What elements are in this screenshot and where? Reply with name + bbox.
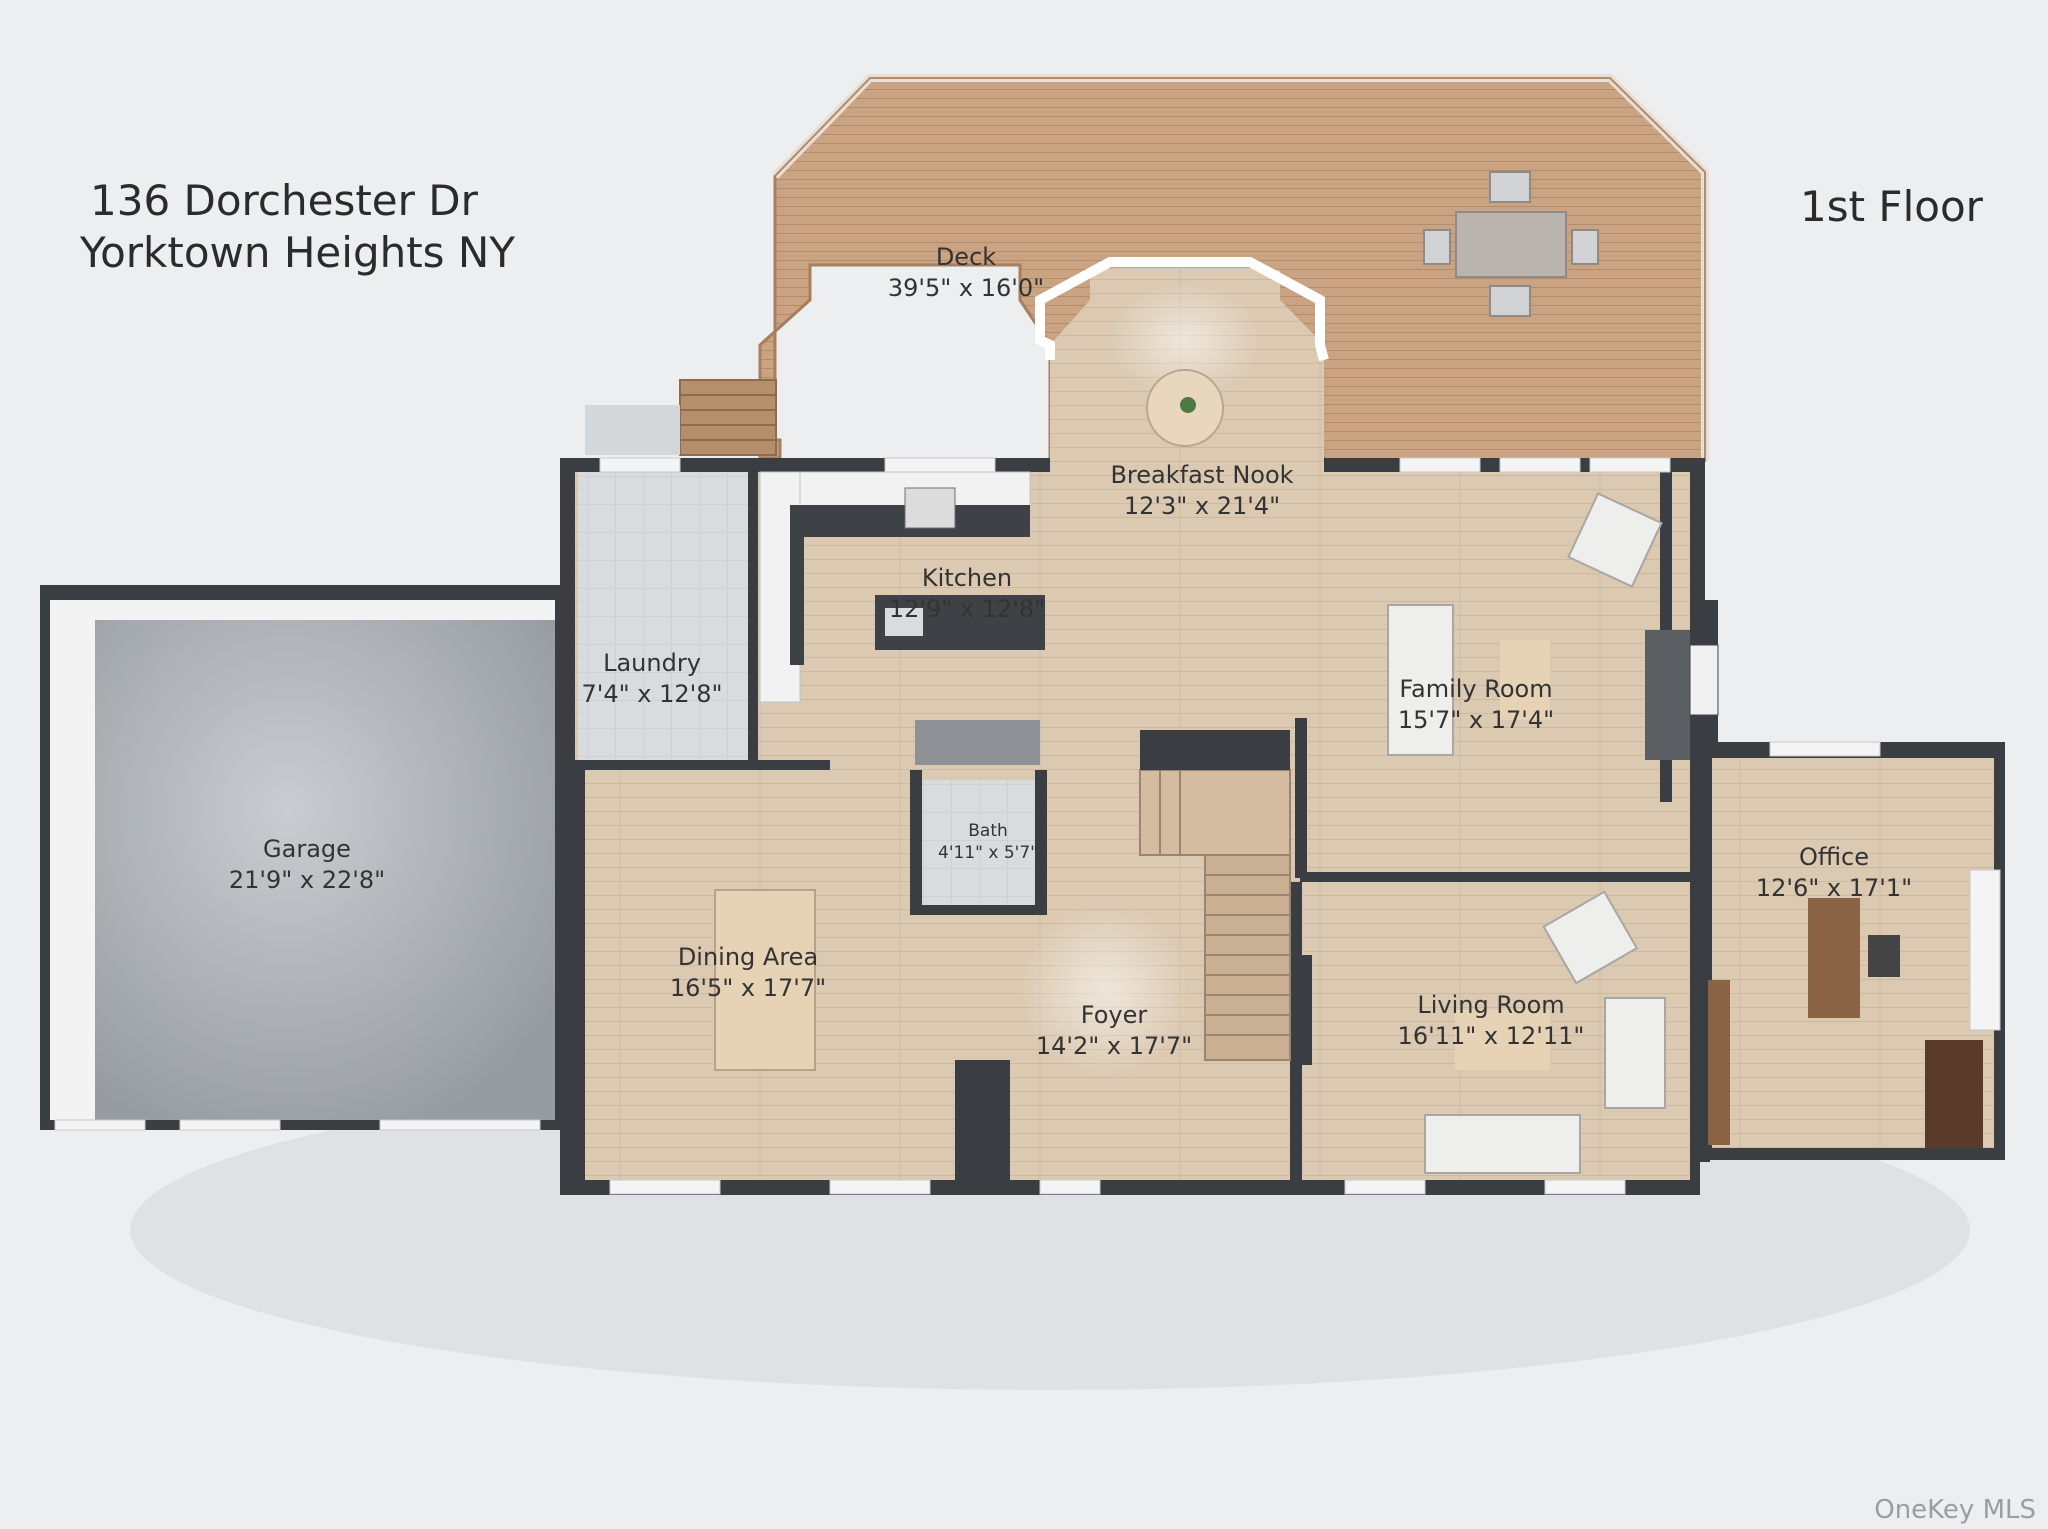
kitchen-cabinets	[759, 471, 1045, 765]
room-name: Breakfast Nook	[1110, 461, 1294, 489]
room-label-garage: Garage 21'9" x 22'8"	[229, 834, 385, 896]
room-dimensions: 12'9" x 12'8"	[888, 595, 1046, 623]
room-label-kitchen: Kitchen 12'9" x 12'8"	[889, 563, 1045, 625]
staircase	[1139, 730, 1291, 1061]
room-label-office: Office 12'6" x 17'1"	[1756, 842, 1912, 904]
room-name: Dining Area	[677, 943, 819, 971]
address-line-2: Yorktown Heights NY	[80, 228, 515, 277]
room-label-living-room: Living Room 16'11" x 12'11"	[1398, 990, 1585, 1052]
room-dimensions: 7'4" x 12'8"	[581, 680, 723, 708]
room-dimensions: 21'9" x 22'8"	[228, 866, 386, 894]
room-dimensions: 39'5" x 16'0"	[887, 274, 1045, 302]
room-dimensions: 16'5" x 17'7"	[669, 974, 827, 1002]
room-label-bath: Bath 4'11" x 5'7"	[938, 820, 1038, 864]
room-label-foyer: Foyer 14'2" x 17'7"	[1036, 1000, 1192, 1062]
room-name: Deck	[935, 243, 997, 271]
floor-title: 1st Floor	[1800, 182, 1983, 231]
furniture	[714, 369, 1983, 1174]
windows	[54, 457, 2001, 1195]
room-name: Living Room	[1417, 991, 1565, 1019]
room-label-family-room: Family Room 15'7" x 17'4"	[1398, 674, 1554, 736]
room-label-dining-area: Dining Area 16'5" x 17'7"	[670, 942, 826, 1004]
room-name: Office	[1798, 843, 1870, 871]
room-dimensions: 4'11" x 5'7"	[938, 843, 1038, 863]
room-name: Bath	[968, 821, 1008, 841]
room-name: Kitchen	[921, 564, 1013, 592]
room-dimensions: 14'2" x 17'7"	[1035, 1032, 1193, 1060]
room-name: Laundry	[603, 649, 701, 677]
room-label-deck: Deck 39'5" x 16'0"	[888, 242, 1044, 304]
address-line-1: 136 Dorchester Dr	[90, 176, 478, 225]
room-label-breakfast-nook: Breakfast Nook 12'3" x 21'4"	[1110, 460, 1293, 522]
room-name: Garage	[263, 835, 351, 863]
room-dimensions: 15'7" x 17'4"	[1397, 706, 1555, 734]
room-name: Family Room	[1399, 675, 1553, 703]
room-dimensions: 16'11" x 12'11"	[1397, 1022, 1585, 1050]
garage-area	[40, 585, 565, 1130]
room-dimensions: 12'3" x 21'4"	[1123, 492, 1281, 520]
mls-watermark: OneKey MLS	[1874, 1495, 2036, 1525]
room-name: Foyer	[1080, 1001, 1148, 1029]
room-label-laundry: Laundry 7'4" x 12'8"	[581, 648, 722, 710]
room-dimensions: 12'6" x 17'1"	[1755, 874, 1913, 902]
